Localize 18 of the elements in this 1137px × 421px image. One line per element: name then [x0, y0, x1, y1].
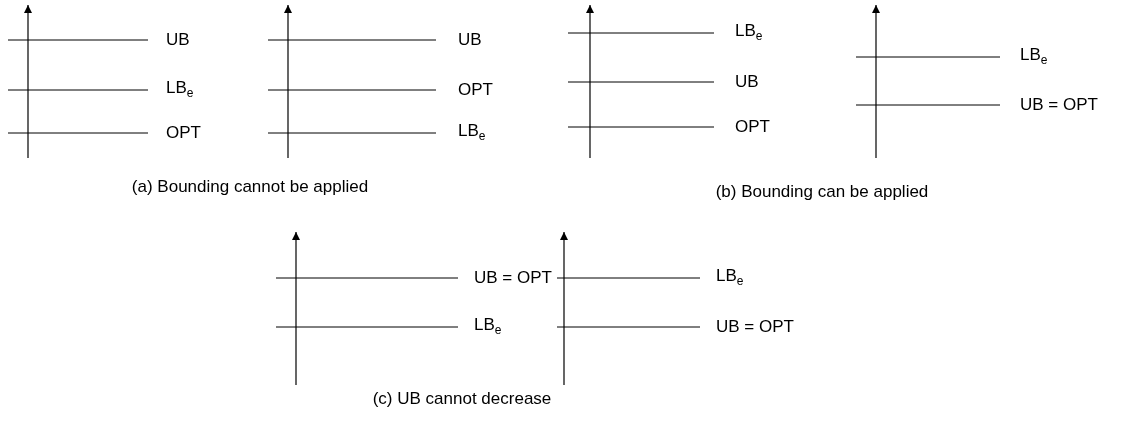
level-label: LB$_{e}$	[716, 267, 744, 289]
level-label: LB$_{e}$	[1020, 46, 1048, 68]
level-label: LB$_{e}$	[735, 22, 763, 44]
level-label: UB = OPT	[716, 317, 794, 337]
level-label: UB	[458, 30, 482, 50]
level-label: LB$_{e}$	[474, 316, 502, 338]
caption: (b) Bounding can be applied	[715, 182, 929, 202]
caption: (c) UB cannot decrease	[372, 389, 552, 409]
level-label: UB	[735, 72, 759, 92]
level-label: UB	[166, 30, 190, 50]
level-label: LB$_{e}$	[166, 79, 194, 101]
caption: (a) Bounding cannot be applied	[131, 177, 369, 197]
level-label: UB = OPT	[474, 268, 552, 288]
level-label: OPT	[166, 123, 201, 143]
level-label: LB$_{e}$	[458, 122, 486, 144]
level-label: OPT	[735, 117, 770, 137]
level-label: OPT	[458, 80, 493, 100]
level-label: UB = OPT	[1020, 95, 1098, 115]
